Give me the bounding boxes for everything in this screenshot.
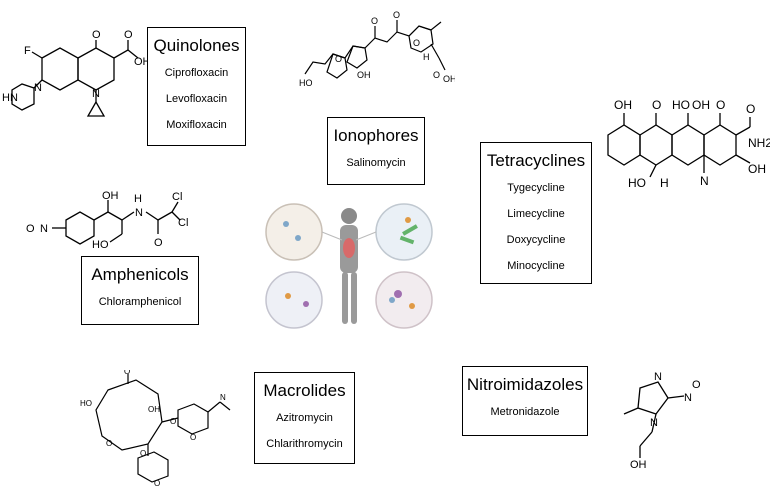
- chloramphenicol-atom-o: O: [154, 237, 163, 249]
- chloramphenicol-atom-ho: HO: [92, 239, 109, 251]
- macrolide-atom-o6: O: [154, 479, 160, 488]
- tetracycline-atom-o3: O: [746, 102, 755, 116]
- human-microbiome-illustration-icon: [265, 203, 433, 329]
- tetracyclines-title: Tetracyclines: [486, 151, 586, 170]
- nitroimidazoles-title: Nitroimidazoles: [466, 375, 584, 394]
- metronidazole-atom-o: O: [692, 379, 701, 391]
- quinolone-structure: F O O OH N HN N: [2, 29, 147, 117]
- amphenicols-drug-chloramphenicol: Chloramphenicol: [98, 296, 182, 308]
- tetracycline-atom-o2: O: [716, 98, 725, 112]
- quinolone-atom-o2: O: [124, 29, 133, 41]
- ionophores-box: Ionophores Salinomycin: [327, 117, 425, 185]
- chloramphenicol-atom-cl2: Cl: [178, 217, 188, 229]
- macrolides-drug-chlarithromycin: Chlarithromycin: [266, 438, 343, 450]
- salinomycin-atom-o5: O: [433, 70, 440, 80]
- tetracycline-atom-h: H: [660, 176, 669, 190]
- tetracyclines-drug-limecycline: Limecycline: [507, 208, 565, 220]
- macrolide-atom-o: O: [124, 370, 130, 376]
- chloramphenicol-atom-n: N: [135, 207, 143, 219]
- chloramphenicol-atom-n2: N: [40, 223, 48, 235]
- quinolone-atom-n: N: [92, 88, 100, 100]
- salinomycin-atom-o4: O: [413, 38, 420, 48]
- salinomycin-atom-ho: HO: [299, 78, 313, 88]
- quinolones-drug-levofloxacin: Levofloxacin: [165, 93, 228, 105]
- macrolide-atom-n: N: [220, 393, 226, 402]
- salinomycin-atom-o3: O: [335, 54, 342, 64]
- quinolones-drug-moxifloxacin: Moxifloxacin: [166, 119, 227, 131]
- quinolone-atom-o: O: [92, 29, 101, 41]
- tetracycline-atom-nh2: NH2: [748, 136, 770, 150]
- salinomycin-atom-o2: O: [393, 10, 400, 20]
- metronidazole-atom-oh: OH: [630, 459, 647, 471]
- tetracycline-atom-ho2: HO: [628, 176, 646, 190]
- macrolide-structure: O HO OH N O O O O O: [80, 370, 231, 488]
- macrolide-atom-ho: HO: [80, 399, 92, 408]
- macrolides-box: Macrolides Azitromycin Chlarithromycin: [254, 372, 355, 464]
- tetracycline-atom-ho: HO: [672, 98, 690, 112]
- salinomycin-atom-h: H: [423, 52, 430, 62]
- macrolides-title: Macrolides: [263, 381, 346, 400]
- macrolide-atom-o3: O: [106, 439, 112, 448]
- metronidazole-atom-n3: N: [684, 392, 692, 404]
- chloramphenicol-atom-h: H: [134, 193, 142, 205]
- salinomycin-atom-o: O: [371, 16, 378, 26]
- quinolone-atom-n2: N: [34, 82, 42, 94]
- quinolone-atom-oh: OH: [134, 56, 147, 68]
- tetracycline-structure: OH O HO OH O O NH2 OH HO H N: [607, 98, 770, 190]
- chloramphenicol-atom-oh: OH: [102, 190, 119, 202]
- tetracycline-atom-o: O: [652, 98, 661, 112]
- salinomycin-structure: O O O OH O H HO O OH: [299, 10, 455, 88]
- amphenicols-title: Amphenicols: [91, 265, 189, 284]
- quinolones-box: Quinolones Ciprofloxacin Levofloxacin Mo…: [147, 27, 246, 146]
- tetracyclines-drug-minocycline: Minocycline: [507, 260, 565, 272]
- amphenicols-box: Amphenicols Chloramphenicol: [81, 256, 199, 325]
- quinolones-drug-ciprofloxacin: Ciprofloxacin: [164, 67, 229, 79]
- chloramphenicol-atom-o2: O: [26, 223, 35, 235]
- metronidazole-atom-n2: N: [650, 417, 658, 429]
- salinomycin-atom-oh: OH: [357, 70, 371, 80]
- metronidazole-atom-n: N: [654, 371, 662, 383]
- tetracycline-atom-oh: OH: [614, 98, 632, 112]
- tetracycline-atom-oh2: OH: [692, 98, 710, 112]
- quinolone-atom-hn: HN: [2, 92, 18, 104]
- tetracycline-atom-oh3: OH: [748, 162, 766, 176]
- metronidazole-structure: N N N O OH: [623, 371, 701, 471]
- macrolide-atom-o5: O: [190, 433, 196, 442]
- quinolones-title: Quinolones: [153, 36, 240, 55]
- tetracycline-atom-n: N: [700, 174, 709, 188]
- macrolide-atom-o2: O: [170, 417, 176, 426]
- salinomycin-atom-oh2: OH: [443, 74, 455, 84]
- macrolides-drug-azitromycin: Azitromycin: [276, 412, 333, 424]
- nitroimidazoles-box: Nitroimidazoles Metronidazole: [462, 366, 588, 436]
- tetracyclines-drug-tygecycline: Tygecycline: [507, 182, 565, 194]
- macrolide-atom-oh: OH: [148, 405, 160, 414]
- chloramphenicol-atom-cl: Cl: [172, 191, 182, 203]
- ionophores-title: Ionophores: [333, 126, 419, 145]
- chloramphenicol-structure: OH H N Cl Cl O HO N O: [26, 190, 188, 251]
- quinolone-atom-f: F: [24, 45, 31, 57]
- nitroimidazoles-drug-metronidazole: Metronidazole: [490, 406, 560, 418]
- ionophores-drug-salinomycin: Salinomycin: [346, 157, 406, 169]
- macrolide-atom-o4: O: [140, 449, 146, 458]
- tetracyclines-box: Tetracyclines Tygecycline Limecycline Do…: [480, 142, 592, 284]
- tetracyclines-drug-doxycycline: Doxycycline: [506, 234, 566, 246]
